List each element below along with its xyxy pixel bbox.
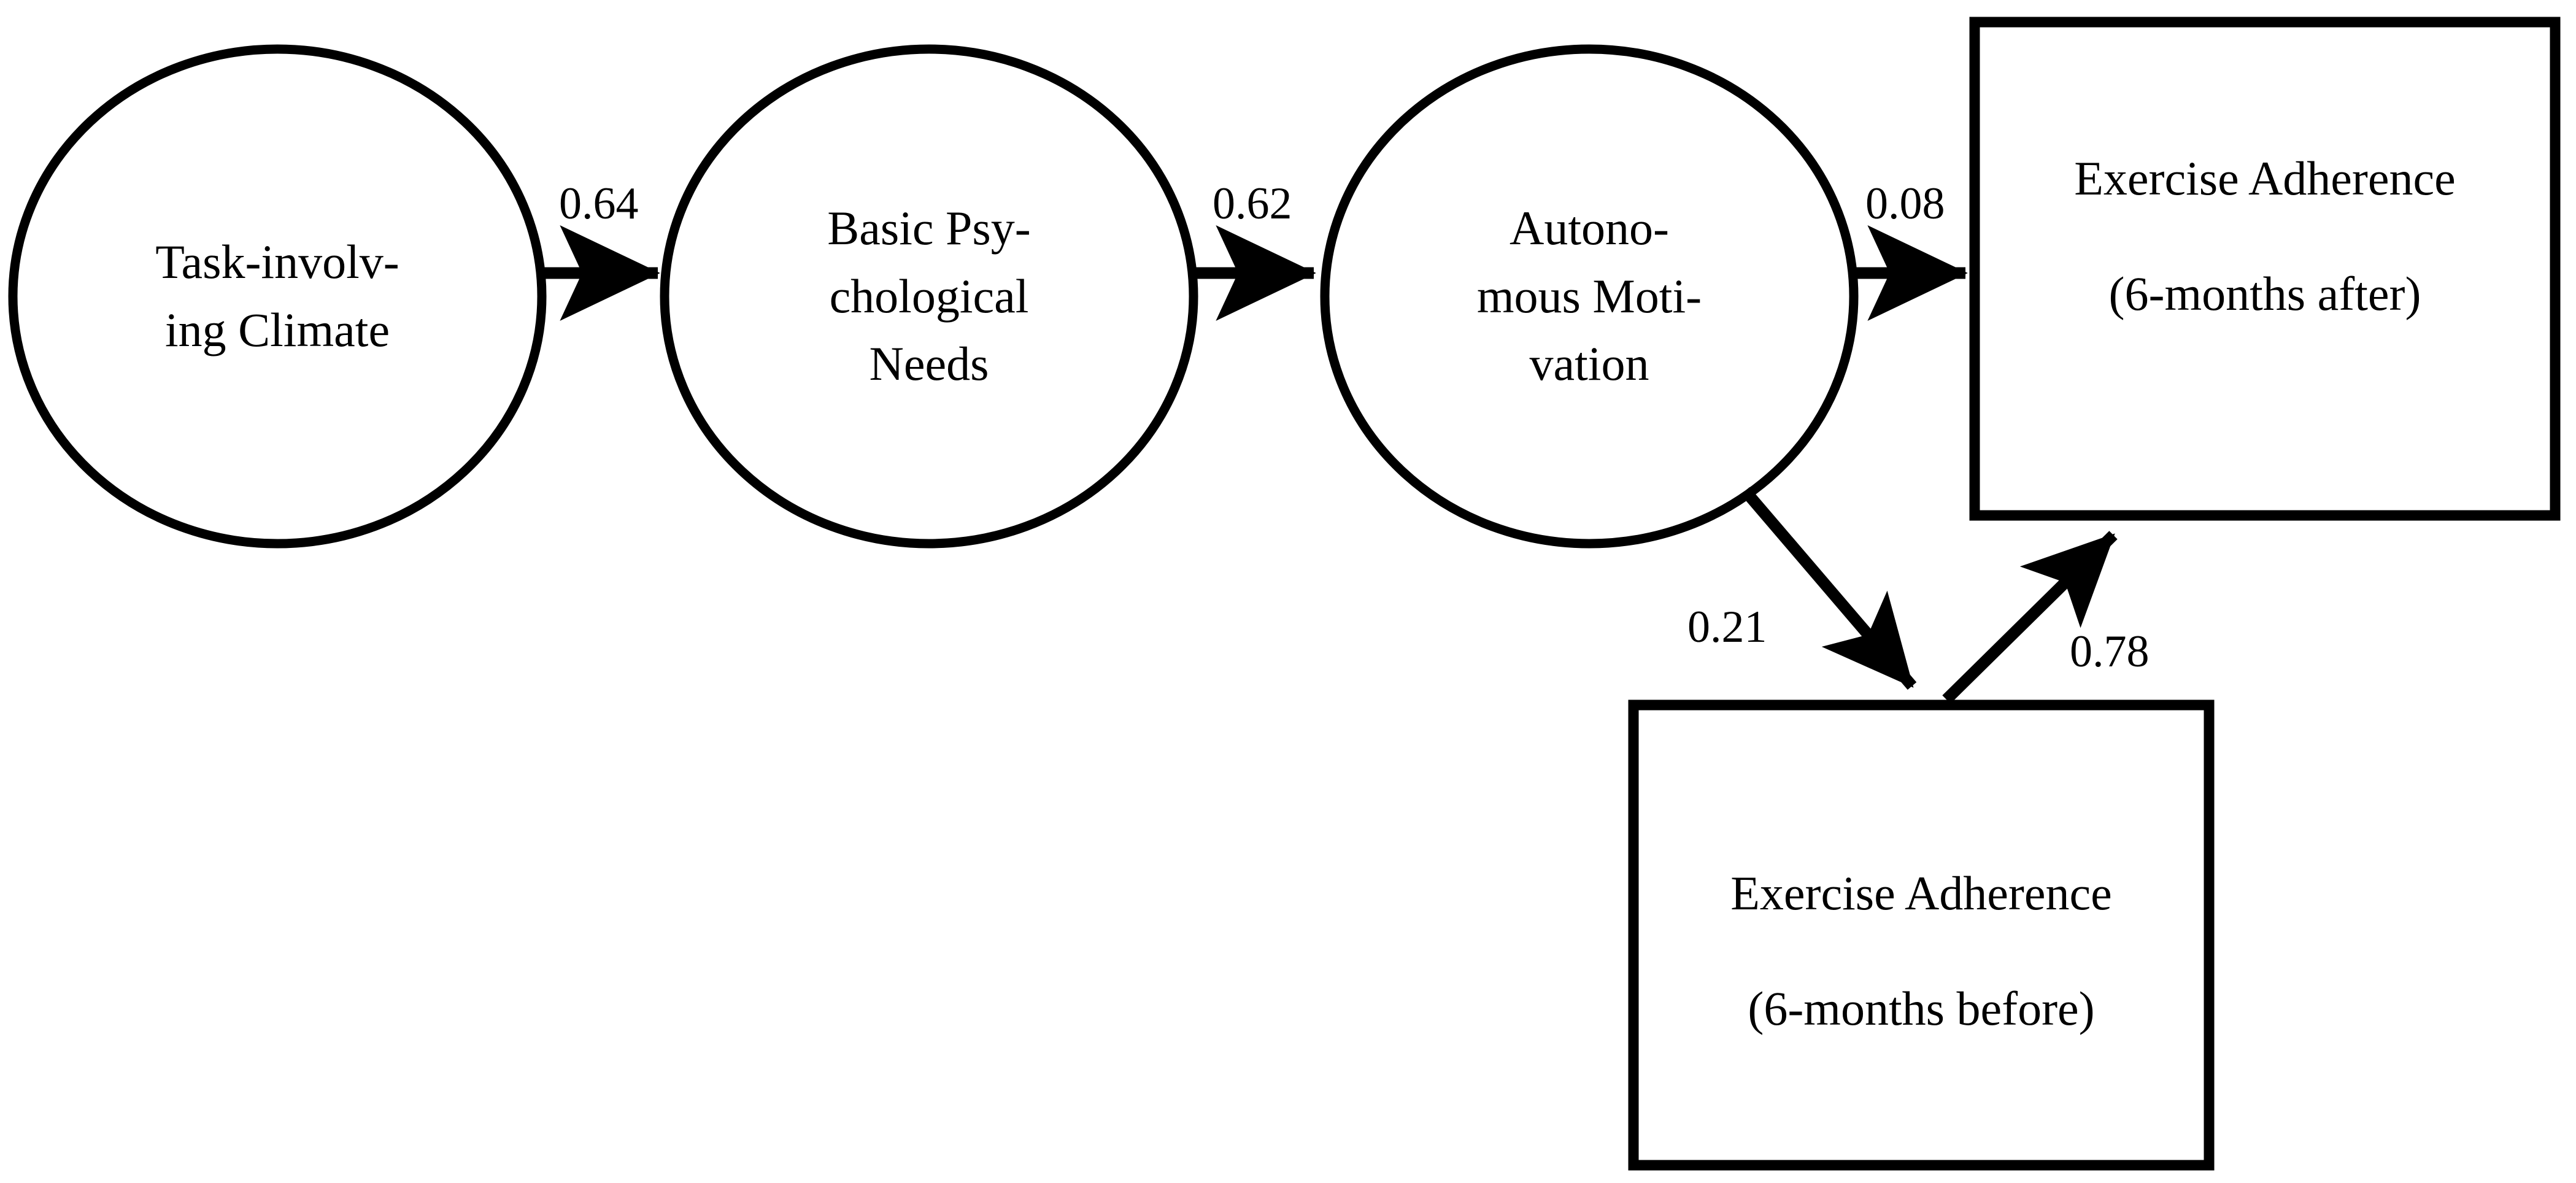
node-basic-psychological-needs[interactable] (660, 44, 1198, 549)
edge-adherence-before-to-after[interactable] (1942, 531, 2118, 704)
node-exercise-adherence-after[interactable] (1969, 17, 2561, 521)
node-task-involving-climate[interactable] (8, 44, 547, 549)
node-autonomous-motivation[interactable] (1320, 44, 1859, 549)
node-exercise-adherence-before[interactable] (1628, 699, 2215, 1171)
edge-motivation-to-adherence-before[interactable] (1740, 487, 1917, 690)
